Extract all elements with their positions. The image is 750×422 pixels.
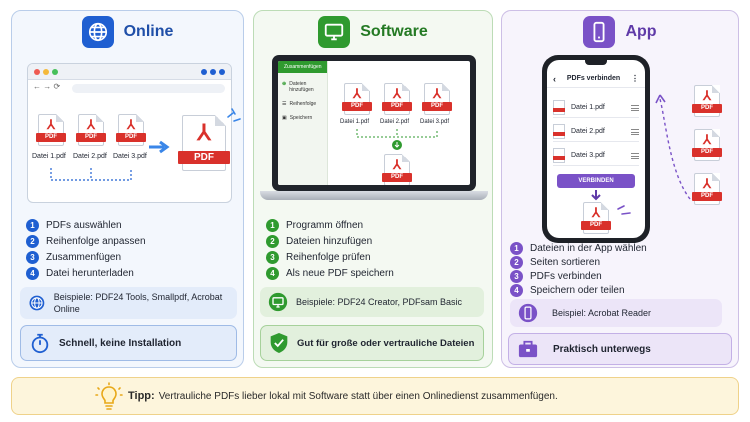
merged-pdf-icon: ⅄PDF [178,115,230,171]
globe-icon [29,295,45,311]
sparkle-icon [227,108,241,122]
app-benefit: Praktisch unterwegs [508,333,732,365]
phone-notch [585,60,607,65]
tip-banner: Tipp:Vertrauliche PDFs lieber lokal mit … [11,377,739,415]
online-benefit: Schnell, keine Installation [20,325,237,361]
pdf-file-icon: ⅄PDF [422,83,452,115]
merge-button[interactable]: VERBINDEN [557,174,635,188]
sidebar-item-save[interactable]: ▣Speichern [282,115,313,121]
smartphone-icon [583,16,616,48]
arrow-right-icon [149,140,170,154]
smartphone: ‹ PDFs verbinden ⋮ Datei 1.pdf Datei 2.p… [542,55,650,243]
software-panel: Software Zusammenfügen ⊕Dateien hinzufüg… [253,10,493,368]
laptop-base [260,191,488,200]
file-name: Datei 2.pdf [380,119,410,125]
app-panel: App ‹ PDFs verbinden ⋮ Datei 1.pdf Datei… [501,10,739,368]
file-name: Datei 3.pdf [113,153,147,160]
merge-connector [50,168,132,181]
pdf-file-icon: ⅄PDF [36,114,66,146]
app-header: App [502,15,738,49]
stopwatch-icon [31,333,49,354]
save-icon: ▣ [282,115,287,121]
app-header: Zusammenfügen [278,61,327,73]
monitor-icon [268,292,288,312]
upload-arrow [655,94,691,200]
lightbulb-icon [95,382,123,410]
sidebar-item-add[interactable]: ⊕Dateien hinzufügen [282,81,314,93]
shield-check-icon [270,333,288,353]
software-header: Software [254,15,492,49]
pdf-file-icon: ⅄PDF [342,83,372,115]
monitor-icon [318,16,351,48]
pdf-file-icon: ⅄PDF [692,173,722,205]
online-examples: Beispiele: PDF24 Tools, Smallpdf, Acroba… [20,287,237,319]
pdf-file-icon: ⅄PDF [76,114,106,146]
sparkle-icon [617,205,631,215]
file-name: Datei 2.pdf [73,153,107,160]
file-name: Datei 3.pdf [420,119,450,125]
menu-icon[interactable]: ⋮ [631,74,639,83]
drag-handle-icon [631,128,639,135]
online-panel: Online ← → ⟳ ⅄PDF ⅄PDF ⅄PDF Datei 1.pdf … [11,10,244,368]
pdf-file-icon: ⅄PDF [692,129,722,161]
plus-icon: ⊕ [282,81,287,87]
list-icon: ☰ [282,101,287,107]
tip-label: Tipp: [128,390,155,402]
back-icon[interactable]: ‹ [553,73,556,84]
software-benefit: Gut für große oder vertrauliche Dateien [260,325,484,361]
browser-nav-icons: ← → ⟳ [33,82,61,91]
tip-text: Tipp:Vertrauliche PDFs lieber lokal mit … [128,390,558,402]
app-examples: Beispiel: Acrobat Reader [510,299,722,327]
software-window: Zusammenfügen ⊕Dateien hinzufügen ☰Reihe… [278,61,470,185]
list-item[interactable]: Datei 3.pdf [553,146,639,166]
laptop-screen: Zusammenfügen ⊕Dateien hinzufügen ☰Reihe… [272,55,476,191]
merge-connector [356,129,438,150]
merged-pdf-icon: ⅄PDF [581,202,611,234]
smartphone-icon [518,303,538,323]
sidebar-item-order[interactable]: ☰Reihenfolge [282,101,317,107]
app-title: App [625,23,657,40]
file-name: Datei 1.pdf [32,153,66,160]
list-item[interactable]: Datei 1.pdf [553,98,639,118]
browser-toolbar [28,64,231,80]
pdf-file-icon: ⅄PDF [382,83,412,115]
file-name: Datei 1.pdf [340,119,370,125]
drag-handle-icon [631,104,639,111]
list-item[interactable]: Datei 2.pdf [553,122,639,142]
software-examples: Beispiele: PDF24 Creator, PDFsam Basic [260,287,484,317]
pdf-file-icon: ⅄PDF [116,114,146,146]
software-title: Software [360,23,428,40]
merged-pdf-icon: ⅄PDF [382,154,412,185]
online-title: Online [123,23,174,40]
software-sidebar: Zusammenfügen ⊕Dateien hinzufügen ☰Reihe… [278,61,328,185]
phone-screen: ‹ PDFs verbinden ⋮ Datei 1.pdf Datei 2.p… [547,60,645,238]
drag-handle-icon [631,152,639,159]
pdf-file-icon: ⅄PDF [692,85,722,117]
online-header: Online [12,15,243,49]
phone-topbar: ‹ PDFs verbinden ⋮ [547,70,645,88]
globe-icon [81,16,114,48]
address-bar [72,84,225,93]
briefcase-icon [518,340,538,358]
arrow-down-icon [591,190,601,201]
